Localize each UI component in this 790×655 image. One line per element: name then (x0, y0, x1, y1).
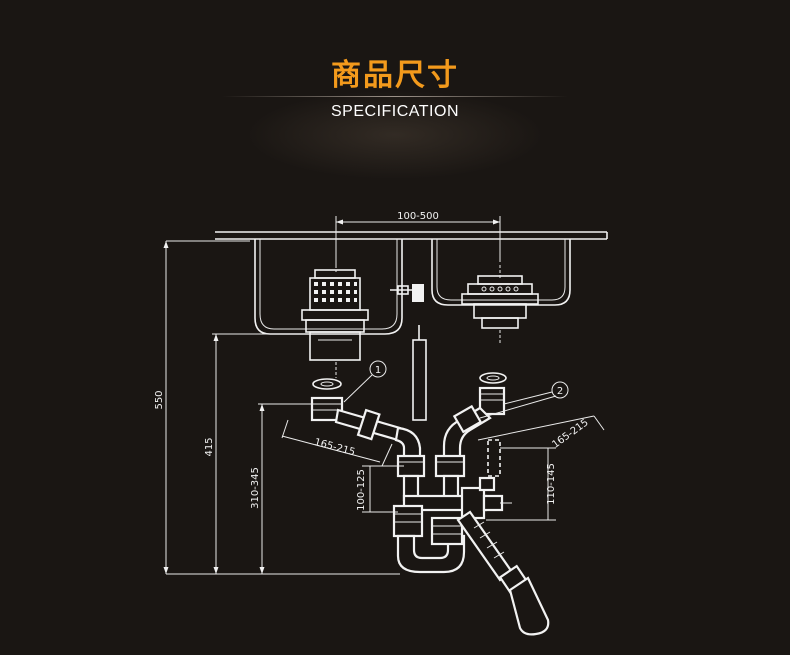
title-divider (222, 96, 568, 97)
page-subtitle: SPECIFICATION (331, 103, 459, 120)
dimension-outlet-height: 415 (204, 333, 310, 574)
dimension-trap-height: 310-345 (250, 403, 312, 574)
page-title: 商品尺寸 (331, 58, 459, 93)
outlet-hose (456, 510, 550, 636)
dimension-left-drop-label: 100-125 (356, 469, 367, 511)
right-sink-bowl (431, 239, 571, 306)
right-pipe-assembly (434, 386, 506, 500)
right-basket-strainer (335, 265, 539, 378)
callout-2: 2 (503, 381, 569, 405)
overflow-tube (412, 325, 427, 421)
left-basket-strainer (301, 260, 369, 361)
right-washer (479, 372, 507, 384)
callout-2-label: 2 (557, 386, 563, 397)
dimension-trap-height-label: 310-345 (250, 467, 261, 509)
dimension-total-height: 550 (154, 241, 169, 574)
dimension-right-drop: 110-145 (486, 447, 557, 521)
dimension-top-width: 100-500 (335, 211, 501, 268)
callout-1: 1 (343, 360, 387, 403)
dimension-outlet-height-label: 415 (204, 437, 215, 456)
overflow-lever (390, 284, 424, 302)
callout-1-label: 1 (375, 365, 381, 376)
header-glow (245, 90, 545, 180)
dimension-total-height-label: 550 (154, 390, 165, 409)
dimension-top-width-label: 100-500 (397, 211, 439, 222)
dimension-right-arm-label: 165-215 (550, 417, 590, 450)
left-pipe-assembly (310, 396, 426, 502)
left-washer (312, 378, 342, 390)
p-trap (392, 504, 466, 574)
dimension-left-drop: 100-125 (356, 465, 404, 513)
dimension-right-drop-label: 110-145 (546, 463, 557, 505)
left-sink-bowl (254, 239, 403, 335)
tee-connector (402, 476, 512, 520)
sink-countertop (166, 231, 608, 242)
dimension-left-arm-label: 165-215 (313, 437, 356, 458)
